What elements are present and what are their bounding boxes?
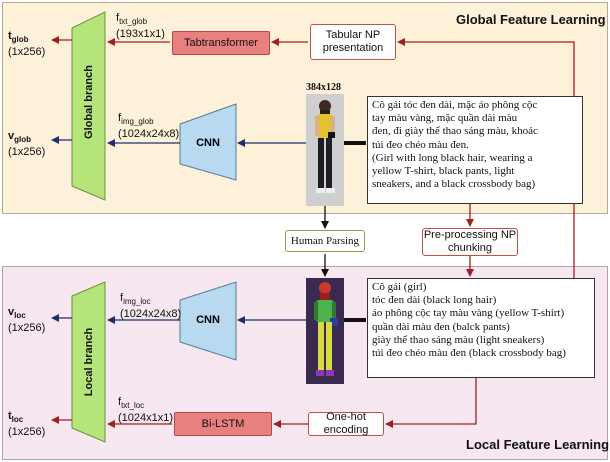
local-panel-title: Local Feature Learning (466, 437, 610, 452)
description-line: yellow T-shirt, black pants, light (372, 165, 515, 178)
description-line: (Girl with long black hair, wearing a (372, 151, 533, 164)
t-loc-output: tloc (1x256) (8, 410, 46, 439)
t-glob-output: tglob (1x256) (8, 30, 46, 59)
tabular-np-presentation-block: Tabular NP presentation (310, 24, 396, 60)
local-cnn-label: CNN (196, 313, 220, 326)
local-np-textbox: Cô gái (girl) tóc đen dài (black long ha… (367, 278, 595, 378)
description-line: sneakers, and a black crossbody bag) (372, 178, 536, 191)
description-line: tay màu vàng, mặc quần dài màu (372, 112, 518, 125)
global-panel-title: Global Feature Learning (456, 12, 606, 27)
np-chunking-block: Pre-processing NP chunking (422, 228, 518, 256)
description-line: đen, đi giày thể thao sáng màu, khoác (372, 125, 538, 138)
global-description-textbox: Cô gái tóc đen dài, mặc áo phông cộc tay… (367, 96, 583, 204)
human-parsing-mask (306, 278, 344, 384)
human-parsing-mask-icon (306, 278, 344, 384)
bilstm-block: Bi-LSTM (174, 412, 272, 436)
np-line: giày thể thao sáng màu (light sneakers) (372, 333, 545, 346)
local-cnn-block (179, 281, 237, 361)
global-cnn-block (179, 103, 237, 181)
pedestrian-photo-icon (306, 94, 344, 206)
v-glob-output: vglob (1x256) (8, 130, 46, 159)
local-branch-block (71, 281, 106, 443)
f-txt-loc-label: ftxt_loc (1024x1x1) (118, 396, 174, 425)
human-parsing-block: Human Parsing (285, 230, 365, 252)
np-line: tóc đen dài (black long hair) (372, 294, 497, 307)
pedestrian-photo (306, 94, 344, 206)
description-line: túi đeo chéo màu đen. (372, 138, 469, 151)
tabtransformer-block: Tabtransformer (172, 31, 270, 55)
np-line: túi đeo chéo màu đen (black crossbody ba… (372, 347, 566, 360)
f-txt-glob-label: ftxt_glob (193x1x1) (116, 12, 165, 41)
global-branch-label: Global branch (83, 65, 95, 139)
image-size-label: 384x128 (306, 82, 341, 93)
local-branch-label: Local branch (83, 327, 95, 397)
v-loc-output: vloc (1x256) (8, 306, 46, 335)
f-img-glob-label: fimg_glob (1024x24x8) (118, 112, 180, 141)
f-img-loc-label: fimg_loc (1024x24x8) (120, 292, 182, 321)
global-branch-block (71, 11, 106, 201)
np-line: quần dài màu đen (balck pants) (372, 320, 510, 333)
description-line: Cô gái tóc đen dài, mặc áo phông cộc (372, 99, 538, 111)
global-cnn-label: CNN (196, 136, 220, 149)
np-line: áo phông cộc tay màu vàng (yellow T-shir… (372, 307, 565, 320)
np-line: Cô gái (girl) (372, 281, 427, 293)
onehot-encoding-block: One-hot encoding (308, 411, 384, 436)
